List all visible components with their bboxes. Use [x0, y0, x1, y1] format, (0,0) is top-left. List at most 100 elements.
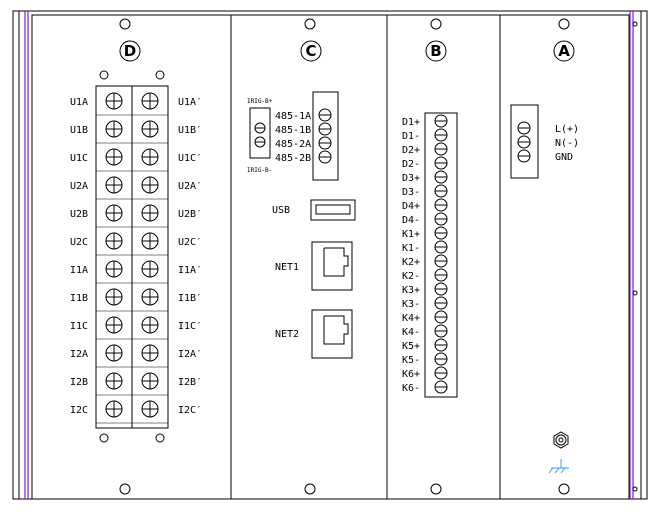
terminal-screw-icon: [318, 136, 332, 150]
io-terminal-label: D1+: [402, 117, 420, 128]
power-connector: L(+)N(-) GND: [510, 104, 579, 179]
terminal-screw-icon: [105, 260, 123, 278]
io-terminal-label: K5-: [402, 355, 420, 366]
io-terminal-row: K4-: [402, 324, 448, 338]
section-label-a: A: [553, 40, 575, 62]
terminal-label-right: U1C′: [178, 153, 202, 164]
section-label-c: C: [300, 40, 322, 62]
section-letter-b: B: [430, 42, 441, 60]
terminal-screw-icon: [434, 338, 448, 352]
io-terminal-label: K6-: [402, 383, 420, 394]
terminal-screw-icon: [434, 268, 448, 282]
terminal-screw-icon: [434, 170, 448, 184]
terminal-label-right: I1A′: [178, 265, 202, 276]
power-terminal-label: GND: [555, 152, 573, 163]
io-terminal-label: D3+: [402, 173, 420, 184]
section-letter-a: A: [558, 42, 570, 60]
terminal-screw-icon: [434, 380, 448, 394]
io-terminal-row: K6-: [402, 380, 448, 394]
io-terminal-row: K3+: [402, 282, 448, 296]
terminal-screw-icon: [318, 150, 332, 164]
io-terminal-row: D4-: [402, 212, 448, 226]
terminal-label-left: I1C: [70, 321, 88, 332]
usb-port: USB: [272, 199, 356, 221]
irig-b-plus-note: IRIG-B+: [247, 98, 273, 105]
net1-label: NET1: [275, 262, 299, 273]
io-terminal-label: K4-: [402, 327, 420, 338]
terminal-screw-icon: [105, 372, 123, 390]
earth-ground-icon: [548, 459, 569, 474]
terminal-row: I1C I1C′: [70, 316, 202, 340]
terminal-row: I2C I2C′: [70, 400, 202, 424]
rs485-terminal-row: 485-1B: [275, 122, 332, 136]
terminal-label-right: U2A′: [178, 181, 202, 192]
terminal-label-left: I2B: [70, 377, 88, 388]
net2-label: NET2: [275, 329, 299, 340]
usb-label: USB: [272, 205, 290, 216]
io-terminal-row: K2-: [402, 268, 448, 282]
io-terminal-label: D2-: [402, 159, 420, 170]
terminal-label-right: U1A′: [178, 97, 202, 108]
terminal-screw-icon: [318, 122, 332, 136]
power-terminal-row: N(-): [517, 135, 579, 149]
terminal-screw-icon: [141, 288, 159, 306]
terminal-screw-icon: [434, 156, 448, 170]
terminal-screw-icon: [434, 184, 448, 198]
io-terminal-row: D2-: [402, 156, 448, 170]
terminal-screw-icon: [141, 92, 159, 110]
rs485-label: 485-2A: [275, 139, 311, 150]
io-terminal-label: K5+: [402, 341, 420, 352]
terminal-screw-icon: [517, 121, 531, 135]
terminal-screw-icon: [141, 316, 159, 334]
terminal-screw-icon: [434, 324, 448, 338]
terminal-screw-icon: [141, 372, 159, 390]
terminal-label-right: I2B′: [178, 377, 202, 388]
terminal-label-right: I2A′: [178, 349, 202, 360]
io-terminal-label: K2+: [402, 257, 420, 268]
terminal-row: I2B I2B′: [70, 372, 202, 396]
terminal-label-right: I2C′: [178, 405, 202, 416]
rs485-label: 485-2B: [275, 153, 311, 164]
io-terminal-label: D4-: [402, 215, 420, 226]
terminal-label-left: U2B: [70, 209, 88, 220]
io-terminal-row: K3-: [402, 296, 448, 310]
terminal-screw-icon: [434, 128, 448, 142]
terminal-screw-icon: [105, 176, 123, 194]
terminal-screw-icon: [434, 114, 448, 128]
terminal-screw-icon: [434, 310, 448, 324]
io-terminal-row: D1-: [402, 128, 448, 142]
io-terminal-label: K4+: [402, 313, 420, 324]
terminal-screw-icon: [141, 204, 159, 222]
terminal-screw-icon: [105, 316, 123, 334]
terminal-label-right: U2C′: [178, 237, 202, 248]
io-terminal-row: D3-: [402, 184, 448, 198]
terminal-label-right: I1C′: [178, 321, 202, 332]
power-terminal-row: L(+): [517, 121, 579, 135]
io-terminal-row: K1+: [402, 226, 448, 240]
terminal-screw-icon: [105, 92, 123, 110]
io-terminal-row: D2+: [402, 142, 448, 156]
terminal-screw-icon: [434, 212, 448, 226]
terminal-screw-icon: [434, 296, 448, 310]
section-letter-d: D: [124, 42, 136, 60]
terminal-screw-icon: [434, 282, 448, 296]
rs485-label: 485-1A: [275, 111, 311, 122]
terminal-label-right: I1B′: [178, 293, 202, 304]
rs485-terminal-row: 485-2B: [275, 150, 332, 164]
io-terminal-label: K1-: [402, 243, 420, 254]
terminal-screw-icon: [434, 352, 448, 366]
io-terminal-label: D3-: [402, 187, 420, 198]
mounting-holes: [119, 18, 638, 495]
terminal-label-left: I2C: [70, 405, 88, 416]
terminal-screw-icon: [105, 120, 123, 138]
terminal-label-left: U2A: [70, 181, 88, 192]
